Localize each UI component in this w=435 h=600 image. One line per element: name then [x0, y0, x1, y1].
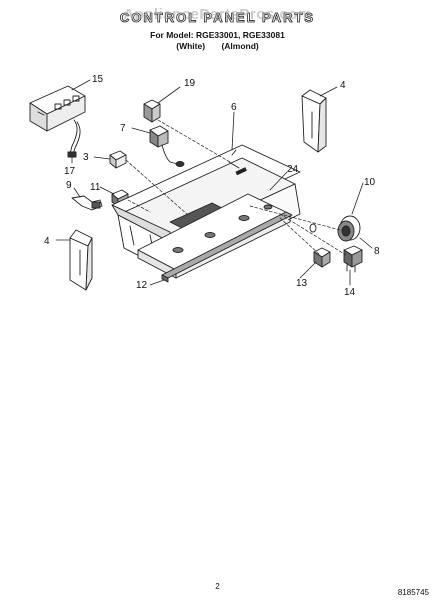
model-line: For Model: RGE33001, RGE33081 [150, 30, 285, 40]
callout-19: 19 [184, 78, 196, 89]
callout-9: 9 [66, 180, 72, 191]
page-number: 2 [215, 582, 220, 591]
variant-line: (White) (Almond) [0, 41, 435, 51]
callout-6: 6 [231, 102, 237, 113]
header: CONTROL PANEL PARTS AppliancePartsPros.c… [0, 6, 435, 51]
variant-white: (White) [176, 41, 206, 51]
callout-10: 10 [364, 177, 376, 188]
assembly-lines [125, 119, 347, 256]
section-title: CONTROL PANEL PARTS [119, 10, 316, 26]
variant-almond: (Almond) [221, 41, 259, 51]
callout-labels: 15 19 4 6 7 17 3 9 11 24 10 4 8 12 13 14 [44, 74, 380, 298]
part-12-trim-strip [161, 211, 293, 283]
part-4-left-endcap [69, 229, 93, 291]
part-14-switch [343, 245, 363, 273]
part-9-bracket [71, 195, 103, 211]
callout-7: 7 [120, 123, 126, 134]
callout-17: 17 [64, 166, 76, 177]
callout-14: 14 [344, 287, 356, 298]
callout-24: 24 [287, 164, 299, 175]
watermark: AppliancePartsPros.com [123, 6, 312, 23]
callout-4-left: 4 [44, 236, 50, 247]
title-block: CONTROL PANEL PARTS AppliancePartsPros.c… [0, 6, 435, 28]
document-number: 8185745 [397, 588, 429, 597]
callout-3: 3 [83, 152, 89, 163]
part-10-knob [337, 215, 361, 242]
part-19-switch [143, 99, 161, 123]
callout-4-right: 4 [340, 80, 346, 91]
part-7-switch [149, 125, 185, 167]
callout-13: 13 [296, 278, 308, 289]
leader-lines [55, 79, 373, 286]
callout-11: 11 [90, 182, 101, 193]
part-3-clip [109, 150, 127, 169]
callout-12: 12 [136, 280, 148, 291]
part-4-right-endcap [301, 89, 327, 153]
part-15-control-board [29, 85, 86, 132]
callout-15: 15 [92, 74, 104, 85]
part-10-shaft [309, 223, 317, 233]
part-13-switch [313, 247, 331, 268]
part-17-wire-harness [67, 119, 81, 158]
callout-8: 8 [374, 246, 380, 257]
